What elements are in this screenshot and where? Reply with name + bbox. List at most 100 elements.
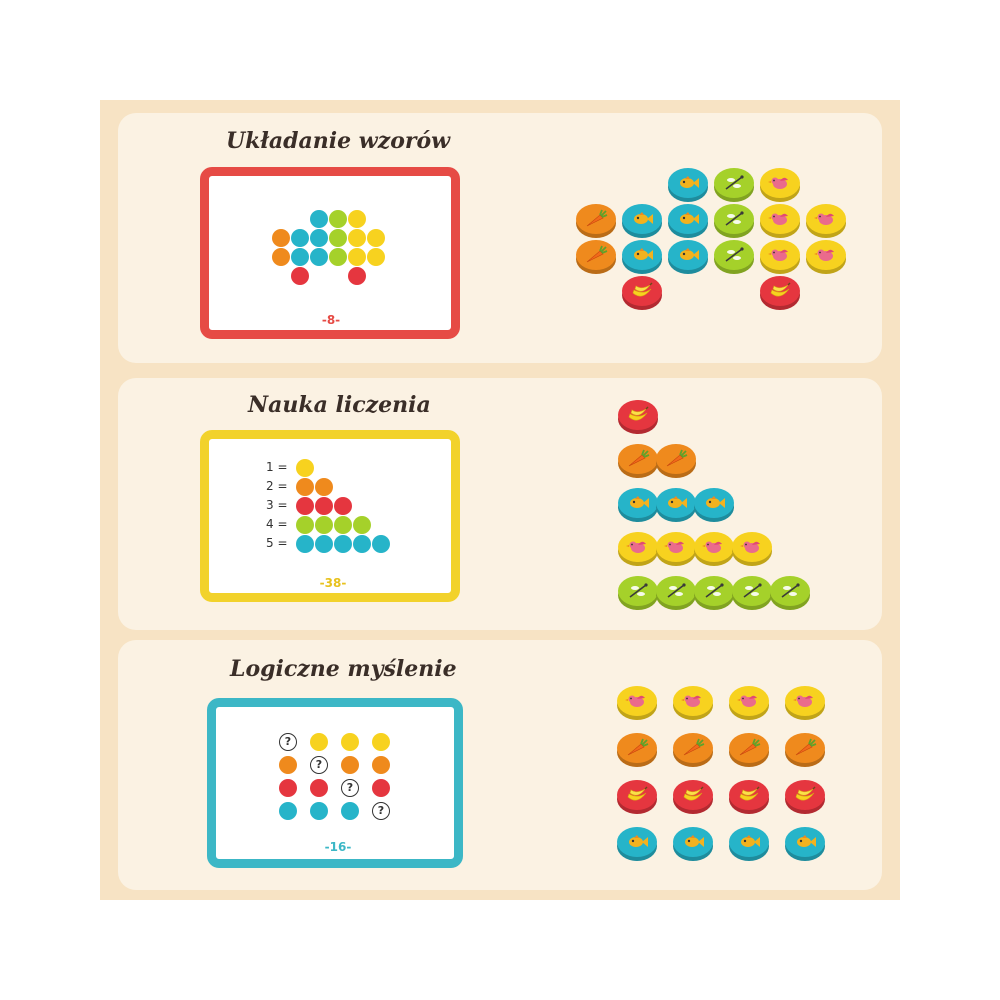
dragonfly-token[interactable] [770, 576, 810, 610]
banana-token[interactable] [785, 780, 825, 814]
bird-token[interactable] [617, 686, 657, 720]
fish-token[interactable] [785, 827, 825, 861]
fish-icon [741, 835, 760, 847]
dragonfly-icon [725, 175, 744, 190]
question-mark-icon: ? [310, 756, 328, 774]
carrot-icon [683, 738, 705, 756]
bird-token[interactable] [785, 686, 825, 720]
carrot-icon [666, 449, 688, 467]
banana-token[interactable] [622, 276, 662, 310]
fish-token[interactable] [618, 488, 658, 522]
bird-icon [814, 213, 834, 225]
carrot-icon [586, 209, 608, 227]
fish-token[interactable] [668, 204, 708, 238]
logic-dot [310, 733, 328, 751]
bird-token[interactable] [673, 686, 713, 720]
bird-token[interactable] [694, 532, 734, 566]
count-label: 4 = [266, 517, 288, 531]
carrot-icon [586, 245, 608, 263]
count-dot [296, 478, 314, 496]
banana-icon [795, 786, 816, 801]
carrot-token[interactable] [729, 733, 769, 767]
fish-token[interactable] [622, 204, 662, 238]
counting-card-number: -38- [319, 576, 347, 590]
pattern-dot [367, 229, 385, 247]
carrot-icon [628, 449, 650, 467]
bird-icon [814, 249, 834, 261]
banana-icon [632, 282, 653, 297]
bird-token[interactable] [806, 204, 846, 238]
bird-token[interactable] [656, 532, 696, 566]
fish-token[interactable] [668, 168, 708, 202]
dragonfly-token[interactable] [618, 576, 658, 610]
count-label: 3 = [266, 498, 288, 512]
dragonfly-icon [667, 583, 686, 598]
count-label: 2 = [266, 479, 288, 493]
pattern-dot [329, 210, 347, 228]
count-label: 5 = [266, 536, 288, 550]
carrot-token[interactable] [576, 204, 616, 238]
carrot-token[interactable] [617, 733, 657, 767]
fish-token[interactable] [694, 488, 734, 522]
count-dot [296, 516, 314, 534]
bird-token[interactable] [806, 240, 846, 274]
dragonfly-token[interactable] [694, 576, 734, 610]
bird-icon [740, 541, 760, 553]
bird-token[interactable] [760, 168, 800, 202]
fish-icon [630, 496, 649, 508]
fish-token[interactable] [617, 827, 657, 861]
banana-token[interactable] [760, 276, 800, 310]
carrot-token[interactable] [673, 733, 713, 767]
banana-token[interactable] [618, 400, 658, 434]
carrot-token[interactable] [618, 444, 658, 478]
bird-icon [625, 695, 645, 707]
logic-dot [310, 802, 328, 820]
dragonfly-token[interactable] [714, 204, 754, 238]
pattern-dot [348, 210, 366, 228]
logic-dot [279, 756, 297, 774]
fish-icon [668, 496, 687, 508]
pattern-dot [272, 229, 290, 247]
logic-dot [341, 733, 359, 751]
count-dot [296, 459, 314, 477]
fish-token[interactable] [729, 827, 769, 861]
counting-card [200, 430, 460, 602]
fish-token[interactable] [656, 488, 696, 522]
question-mark-icon: ? [279, 733, 297, 751]
count-dot [315, 497, 333, 515]
count-dot [353, 535, 371, 553]
banana-token[interactable] [617, 780, 657, 814]
carrot-icon [795, 738, 817, 756]
dragonfly-token[interactable] [656, 576, 696, 610]
carrot-token[interactable] [785, 733, 825, 767]
bird-icon [626, 541, 646, 553]
fish-icon [680, 212, 699, 224]
dragonfly-icon [725, 247, 744, 262]
fish-token[interactable] [668, 240, 708, 274]
pattern-dot [291, 229, 309, 247]
count-dot [334, 516, 352, 534]
banana-token[interactable] [673, 780, 713, 814]
carrot-token[interactable] [576, 240, 616, 274]
dragonfly-token[interactable] [732, 576, 772, 610]
dragonfly-token[interactable] [714, 168, 754, 202]
dragonfly-token[interactable] [714, 240, 754, 274]
bird-icon [737, 695, 757, 707]
bird-token[interactable] [732, 532, 772, 566]
bird-token[interactable] [760, 204, 800, 238]
carrot-token[interactable] [656, 444, 696, 478]
count-dot [334, 535, 352, 553]
fish-icon [680, 176, 699, 188]
fish-icon [634, 248, 653, 260]
logic-dot [279, 779, 297, 797]
fish-token[interactable] [622, 240, 662, 274]
bird-token[interactable] [760, 240, 800, 274]
bird-token[interactable] [729, 686, 769, 720]
banana-token[interactable] [729, 780, 769, 814]
banana-icon [683, 786, 704, 801]
bird-token[interactable] [618, 532, 658, 566]
pattern-dot [348, 248, 366, 266]
logic-dot [341, 756, 359, 774]
pattern-dot [310, 229, 328, 247]
fish-token[interactable] [673, 827, 713, 861]
